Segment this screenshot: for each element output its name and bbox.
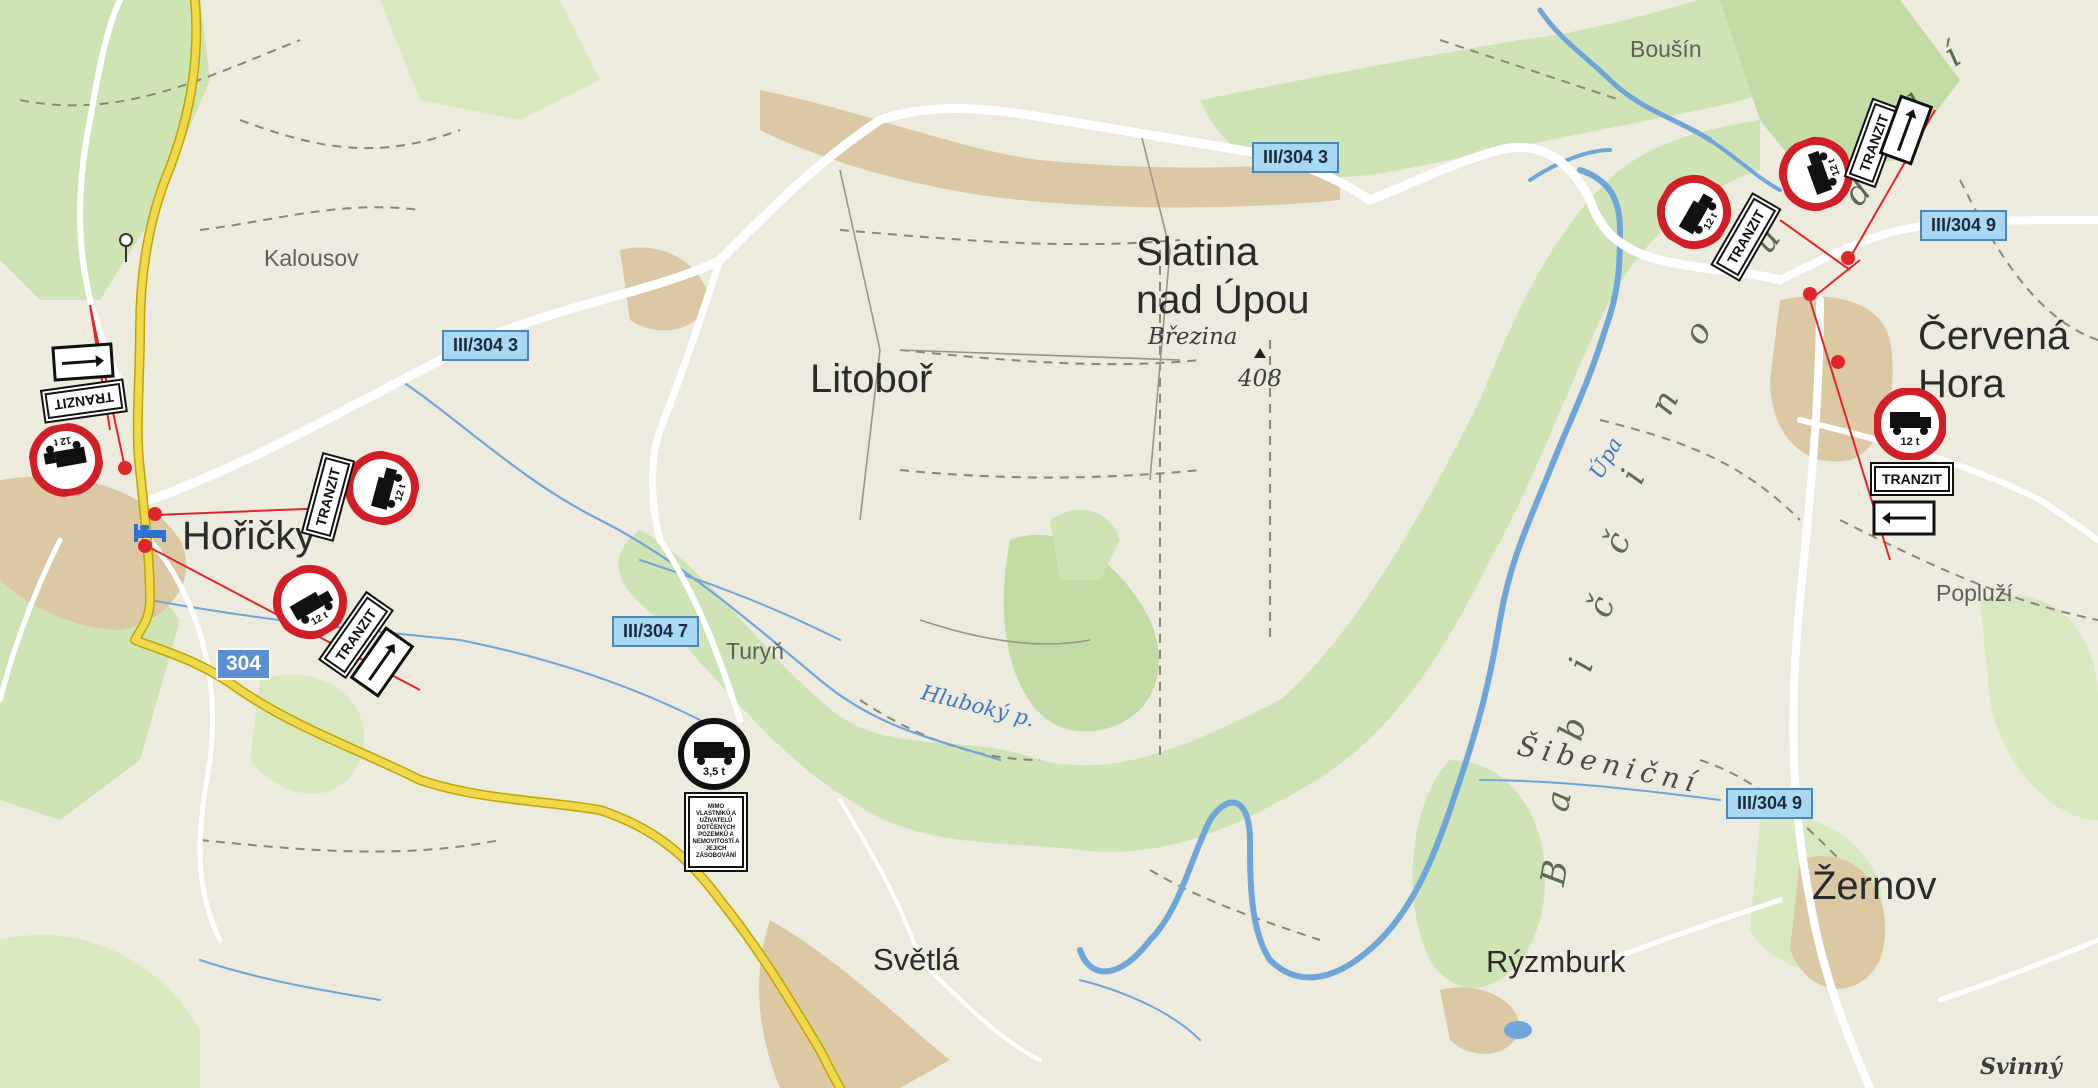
field-edges [839,129,1181,645]
road-label-iii-304-9[interactable]: III/304 9 [1726,788,1814,819]
place-svetla[interactable]: Světlá [873,942,960,977]
no-trucks-sign-icon[interactable]: 12 t [1770,128,1862,220]
sign-location-marker[interactable] [138,539,152,553]
no-trucks-sign-icon[interactable]: 12 t [24,418,107,501]
no-trucks-sign-icon[interactable]: 12 t [338,444,426,532]
arrow-sign-icon[interactable] [349,625,415,698]
pond [1504,1021,1532,1039]
no-trucks-sign-icon[interactable]: 12 t [1873,387,1947,461]
arrow-sign-icon[interactable] [1878,94,1934,166]
place-slatina-line2[interactable]: nad Úpou [1136,278,1310,322]
exception-plate: MIMO VLASTNÍKŮ A UŽIVATELŮ DOTČENÝCH POZ… [688,796,744,868]
sign-location-marker[interactable] [148,507,162,521]
route-304 [130,0,845,1088]
place-turyn[interactable]: Turyň [726,638,784,664]
no-trucks-sign-icon[interactable]: 12 t [1645,163,1743,261]
peak-name: Březina [1148,324,1238,350]
road-label-iii-304-9[interactable]: III/304 9 [1920,210,2008,241]
place-bousin[interactable]: Boušín [1630,36,1702,62]
weight-limit-text: 12 t [1900,436,1920,448]
pin-icon[interactable] [119,233,133,262]
streams [149,7,1782,1041]
place-litobor[interactable]: Litoboř [810,357,933,401]
peak-icon [1254,348,1266,358]
peak-elevation: 408 [1238,366,1282,392]
place-kalousov[interactable]: Kalousov [264,245,359,271]
tranzit-plate: TRANZIT [1872,464,1952,494]
sign-location-marker[interactable] [118,461,132,475]
arrow-sign-icon[interactable] [51,342,115,382]
place-popluzi[interactable]: Popluží [1936,580,2013,606]
sign-location-marker[interactable] [1803,287,1817,301]
no-trucks-sign-icon[interactable]: 12 t [261,553,359,651]
no-trucks-sign-icon[interactable]: 3,5 t [678,718,750,790]
place-horicky[interactable]: Hořičky [182,514,316,558]
sign-location-marker[interactable] [1841,251,1855,265]
valley-letter: B [1533,851,1578,889]
road-label-iii-304-7[interactable]: III/304 7 [612,616,700,647]
road-label-iii-304-3[interactable]: III/304 3 [442,330,530,361]
place-slatina-line1[interactable]: Slatina [1136,230,1259,274]
settlement-areas [0,90,1893,1088]
exception-text: MIMO VLASTNÍKŮ A UŽIVATELŮ DOTČENÝCH POZ… [692,804,740,859]
sign-location-marker[interactable] [1831,355,1845,369]
arrow-sign-icon[interactable] [1872,500,1936,536]
weight-limit-text: 3,5 t [702,766,725,778]
road-label-iii-304-3[interactable]: III/304 3 [1252,142,1340,173]
place-rymburk[interactable]: Rýzmburk [1486,944,1626,979]
road-label-304[interactable]: 304 [216,648,272,680]
place-zernov[interactable]: Žernov [1812,864,1937,908]
place-cervena-hora-line1[interactable]: Červená [1918,314,2070,358]
place-svinny[interactable]: Svinný [1980,1054,2062,1080]
lodging-icon[interactable] [132,520,168,544]
